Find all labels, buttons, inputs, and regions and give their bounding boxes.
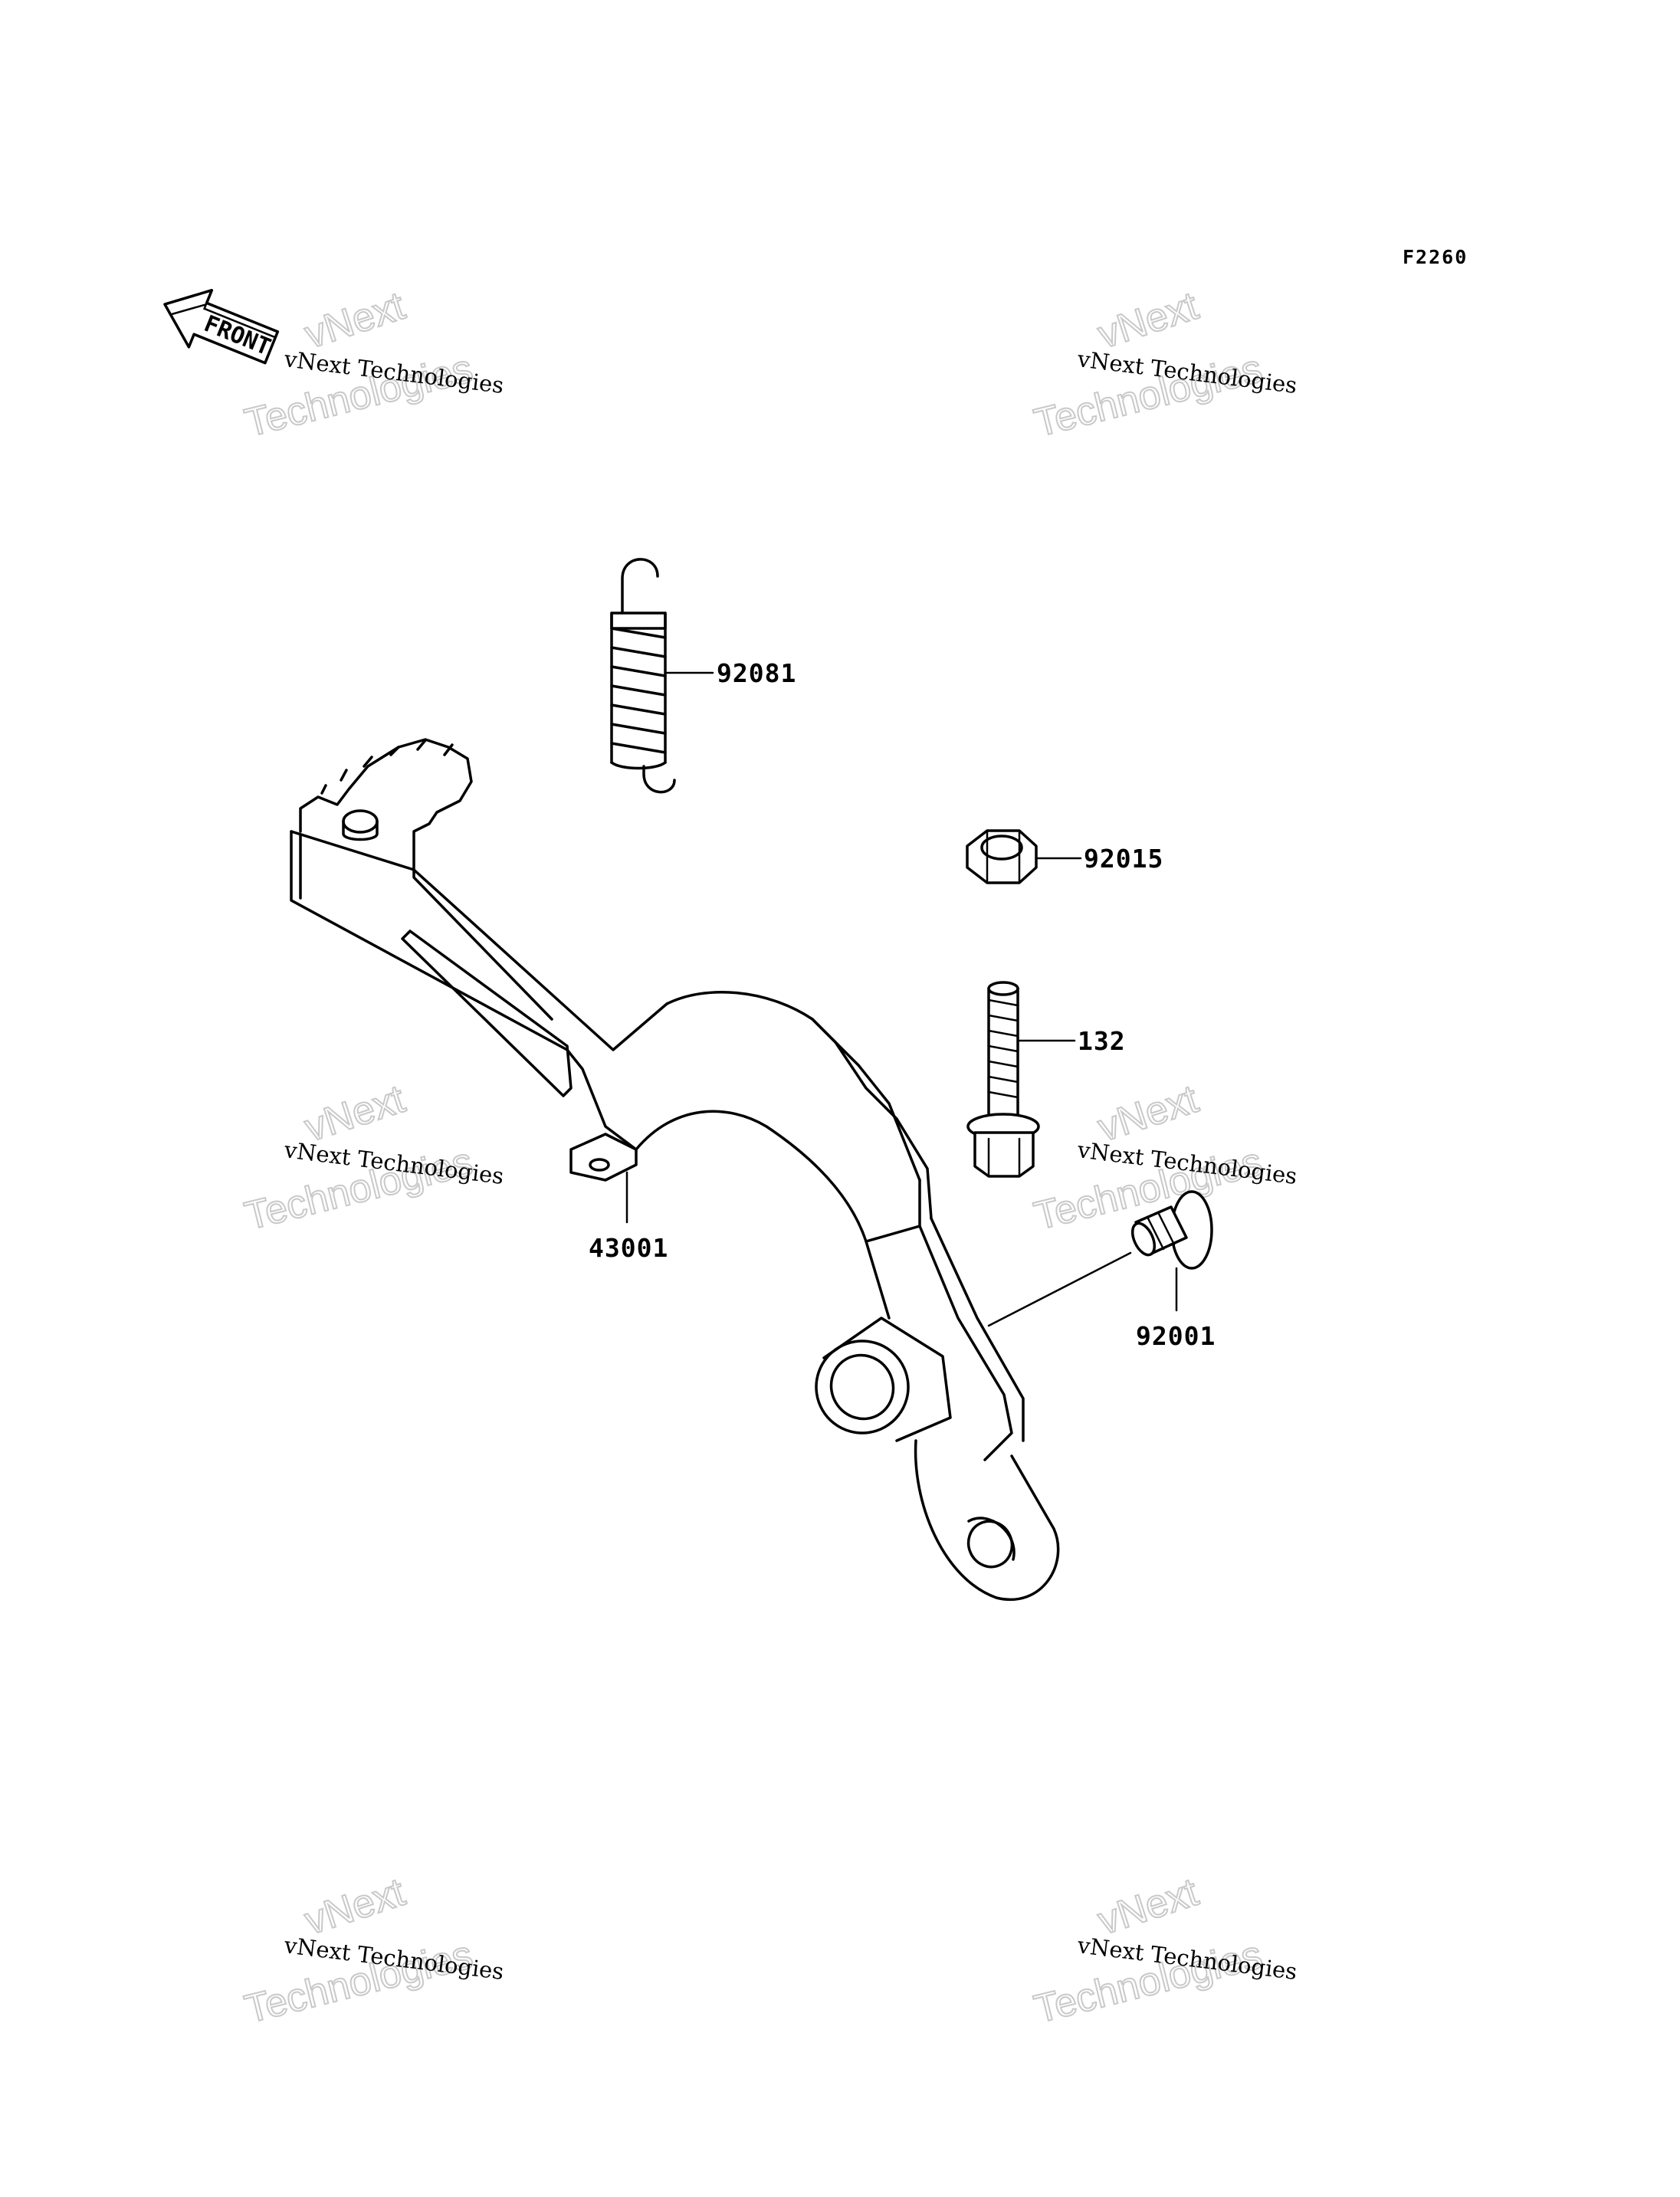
front-arrow-icon: FRONT [163, 288, 280, 365]
brake-pedal-drawing [290, 738, 1060, 1601]
figure-code: F2260 [1403, 246, 1468, 268]
front-label: FRONT [200, 310, 274, 361]
bolt-drawing [966, 981, 1040, 1178]
part-number-92001: 92001 [1136, 1321, 1216, 1351]
watermark-top-right: vNext Technologies vNext Technologies [1029, 283, 1298, 447]
watermark-bottom-left: vNext Technologies vNext Technologies [240, 1869, 505, 2033]
nut-drawing [966, 829, 1038, 884]
watermark-mid-left: vNext Technologies vNext Technologies [240, 1076, 505, 1240]
watermark-big-line1: vNext [1093, 1077, 1204, 1150]
part-number-92015: 92015 [1084, 844, 1163, 874]
watermark-bottom-right: vNext Technologies vNext Technologies [1029, 1869, 1298, 2033]
part-number-92081: 92081 [717, 658, 796, 688]
watermark-big-line1: vNext [300, 1077, 411, 1150]
watermark-big-line1: vNext [300, 1870, 411, 1943]
watermark-big-line1: vNext [1093, 284, 1204, 357]
pivot-bolt-drawing [987, 1190, 1213, 1327]
watermark-top-left: vNext Technologies vNext Technologies [240, 283, 505, 447]
part-number-43001: 43001 [589, 1233, 668, 1263]
watermark-big-line1: vNext [300, 284, 411, 357]
spring-drawing [610, 558, 676, 794]
watermark-big-line1: vNext [1093, 1870, 1204, 1943]
part-number-132: 132 [1078, 1026, 1126, 1056]
